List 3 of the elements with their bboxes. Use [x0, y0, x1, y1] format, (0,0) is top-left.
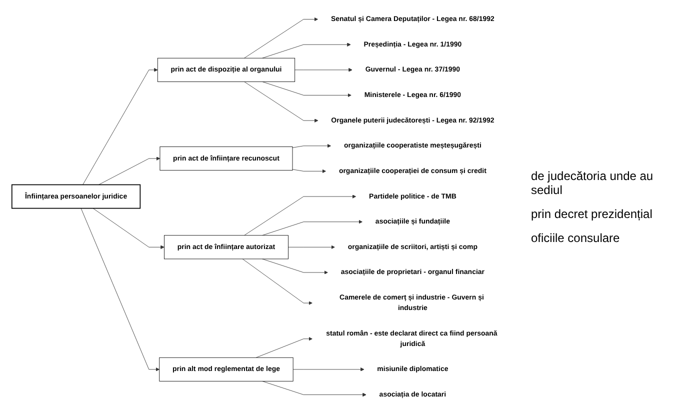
note-text: oficiile consulare [531, 231, 621, 245]
note-text: de judecătoria unde au sediul [531, 169, 654, 197]
note-text: prin decret prezidențial [531, 207, 654, 221]
